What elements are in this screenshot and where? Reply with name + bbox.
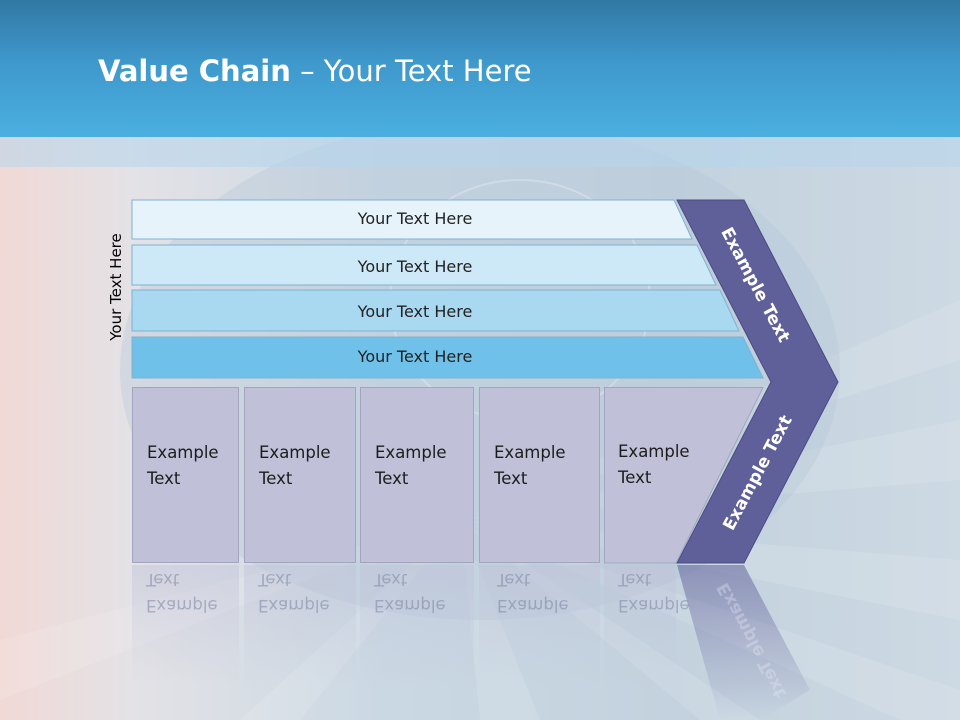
activity-box-5: Example Text — [604, 387, 714, 563]
activity-box-2: Example Text — [244, 387, 356, 563]
box-reflection-3 — [360, 565, 474, 685]
title-bar — [0, 0, 960, 137]
activity-box-3: Example Text — [360, 387, 474, 563]
box-reflection-1 — [132, 565, 239, 685]
chevron-shape — [676, 199, 839, 564]
activity-box-5-line1: Example — [618, 442, 690, 461]
activity-box-3-line1: Example — [375, 443, 447, 462]
activity-box-4-line2: Text — [494, 469, 528, 488]
box-reflection-4 — [479, 565, 600, 685]
activity-box-4: Example Text — [479, 387, 600, 563]
chevron-reflection — [677, 565, 810, 720]
title-rest: – Your Text Here — [290, 54, 532, 88]
row-label-4: Your Text Here — [357, 347, 473, 366]
activity-box-2-line1: Example — [259, 443, 331, 462]
row-bar-3 — [131, 289, 740, 332]
box-reflection-5 — [604, 565, 676, 685]
row-bar-2 — [131, 244, 717, 286]
row-label-3: Your Text Here — [357, 302, 473, 321]
row-label-1: Your Text Here — [357, 209, 473, 228]
activity-box-2-line2: Text — [259, 469, 293, 488]
activity-box-5-shape — [604, 387, 764, 564]
activity-box-1-line2: Text — [147, 469, 181, 488]
row-label-2: Your Text Here — [357, 257, 473, 276]
box-reflection-2 — [244, 565, 356, 685]
title-bold: Value Chain — [98, 54, 291, 88]
activity-box-3-line2: Text — [375, 469, 409, 488]
activity-box-1: Example Text — [132, 387, 239, 563]
activity-box-4-line1: Example — [494, 443, 566, 462]
row-bar-1 — [131, 199, 693, 240]
row-bar-4 — [131, 336, 764, 379]
activity-box-1-line1: Example — [147, 443, 219, 462]
title-bar-strip — [0, 137, 960, 167]
slide-title: Value Chain – Your Text Here — [98, 54, 532, 88]
activity-box-5-line2: Text — [618, 468, 652, 487]
